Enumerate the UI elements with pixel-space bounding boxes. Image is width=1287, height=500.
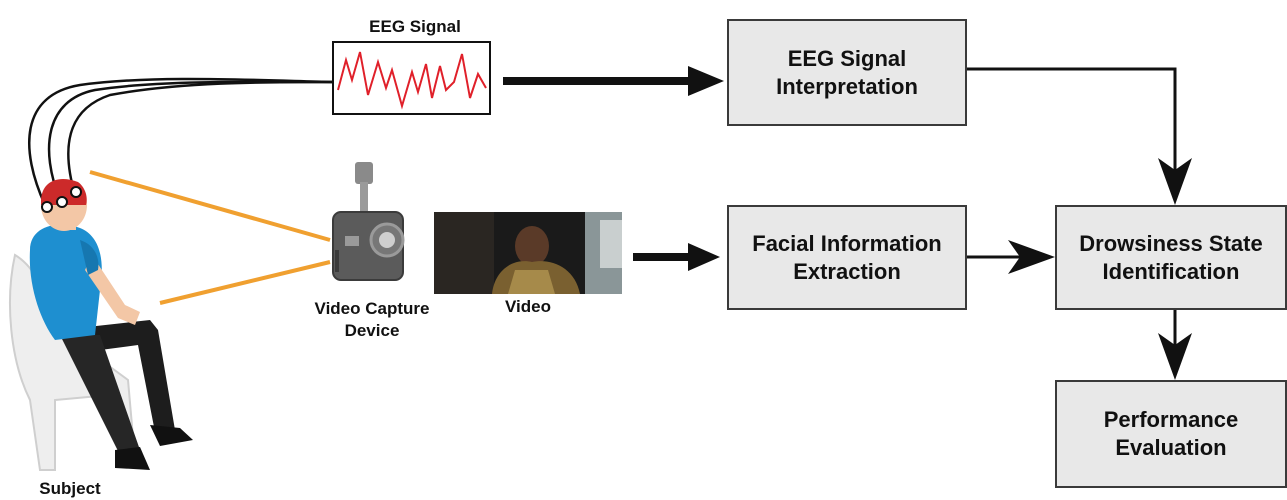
drowsiness-state-identification-text: Drowsiness State Identification	[1079, 230, 1263, 284]
performance-evaluation-text: Performance Evaluation	[1103, 407, 1239, 460]
facial-information-extraction-text: Facial Information Extraction	[752, 230, 942, 284]
drowsiness-state-identification-box: Drowsiness State Identification	[1055, 205, 1287, 310]
camera-sight-lines	[89, 170, 331, 305]
camera-icon	[332, 162, 405, 281]
eeg-waveform	[337, 51, 487, 110]
subject-label: Subject	[39, 479, 101, 498]
facial-information-extraction-box: Facial Information Extraction	[727, 205, 967, 310]
performance-evaluation-box: Performance Evaluation	[1055, 380, 1287, 488]
eeg-signal-box	[332, 41, 491, 115]
eeg-signal-interpretation-box: EEG Signal Interpretation	[727, 19, 967, 126]
video-label: Video	[505, 297, 551, 316]
video-capture-device-label: Video Capture Device	[314, 299, 430, 340]
eeg-signal-label: EEG Signal	[369, 17, 461, 36]
eeg-signal-interpretation-text: EEG Signal Interpretation	[776, 45, 918, 99]
subject-figure	[9, 179, 193, 471]
flow-arrows	[503, 66, 1192, 380]
video-frame	[434, 212, 622, 294]
electrode-wires	[28, 77, 334, 206]
